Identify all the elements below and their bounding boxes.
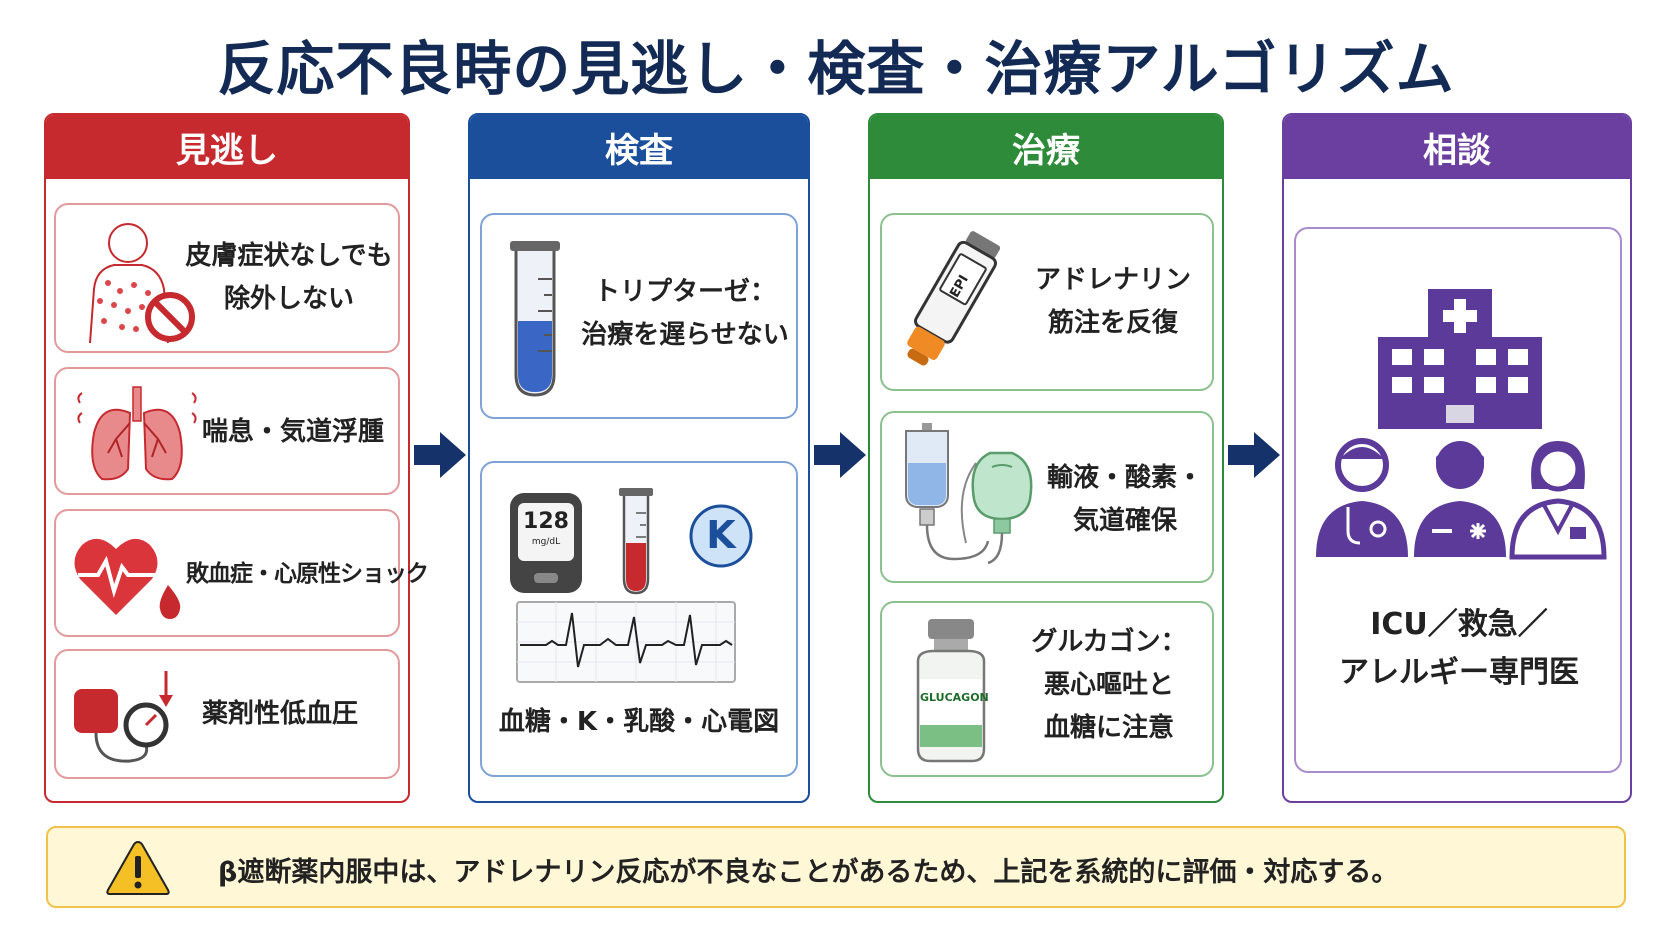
test-tube-icon xyxy=(510,241,560,397)
miss-card-asthma-text: 喘息・気道浮腫 xyxy=(202,417,385,447)
test-card-labs-text: 血糖・K・乳酸・心電図 xyxy=(498,707,780,737)
column-miss-header: 見逃し xyxy=(46,115,408,179)
test-card-tryptase: トリプターゼ： 治療を遅らせない xyxy=(480,213,798,419)
miss-card-skin-text: 皮膚症状なしでも 除外しない xyxy=(185,241,393,314)
miss-card-drug-hypotension: 薬剤性低血圧 xyxy=(54,649,400,779)
blood-tube-icon xyxy=(619,488,653,595)
miss-card-asthma: 喘息・気道浮腫 xyxy=(54,367,400,495)
column-test: 検査 トリプターゼ： 治療を遅らせない 128 mg/dL xyxy=(468,113,810,803)
glucagon-vial-icon xyxy=(916,619,986,763)
potassium-label: K xyxy=(706,513,736,557)
treat-card-adrenaline: EPI アドレナリン 筋注を反復 xyxy=(880,213,1214,391)
ecg-icon xyxy=(516,601,736,683)
column-treat: 治療 EPI アドレナリン 筋注を反復 xyxy=(868,113,1224,803)
heart-pulse-icon xyxy=(74,538,181,619)
consult-card-text: ICU／救急／ アレルギー専門医 xyxy=(1339,607,1579,690)
miss-card-drug-text: 薬剤性低血圧 xyxy=(202,699,359,729)
consult-card: ICU／救急／ アレルギー専門医 xyxy=(1294,227,1622,773)
test-card-tryptase-text: トリプターゼ： 治療を遅らせない xyxy=(581,277,789,350)
column-consult-header: 相談 xyxy=(1284,115,1630,179)
column-treat-header: 治療 xyxy=(870,115,1222,179)
arrow-right-icon xyxy=(1228,432,1280,478)
arrow-right-icon xyxy=(814,432,866,478)
page-title: 反応不良時の見逃し・検査・治療アルゴリズム xyxy=(217,35,1455,103)
arrow-right-icon xyxy=(414,432,466,478)
hospital-icon xyxy=(1378,289,1542,429)
warning-icon xyxy=(106,840,170,895)
beta-blocker-note: β遮断薬内服中は、アドレナリン反応が不良なことがあるため、上記を系統的に評価・対… xyxy=(46,826,1626,908)
glucagon-label: GLUCAGON xyxy=(920,691,989,704)
rash-body-icon xyxy=(89,223,195,344)
test-card-labs: 128 mg/dL K 血糖・K・乳酸・心電図 xyxy=(480,461,798,777)
treat-card-adrenaline-text: アドレナリン 筋注を反復 xyxy=(1034,265,1191,338)
column-consult: 相談 xyxy=(1282,113,1632,803)
blood-pressure-icon xyxy=(74,671,173,763)
miss-card-shock: 敗血症・心原性ショック xyxy=(54,509,429,637)
glucose-value: 128 xyxy=(523,509,569,534)
epipen-icon xyxy=(907,231,1001,366)
iv-oxygen-icon xyxy=(905,423,1033,565)
glucometer-icon xyxy=(510,493,582,593)
lungs-icon xyxy=(77,386,197,481)
column-miss: 見逃し 皮膚症状なしでも 除外しない xyxy=(44,113,429,803)
column-test-header: 検査 xyxy=(470,115,808,179)
miss-card-skin: 皮膚症状なしでも 除外しない xyxy=(54,203,400,353)
treat-card-glucagon: GLUCAGON グルカゴン： 悪心嘔吐と 血糖に注意 xyxy=(880,601,1214,777)
treat-card-fluids-text: 輸液・酸素・ 気道確保 xyxy=(1046,463,1203,536)
medical-staff-icon xyxy=(1316,438,1607,560)
glucose-unit: mg/dL xyxy=(531,537,561,547)
potassium-icon xyxy=(689,504,753,568)
treat-card-glucagon-text: グルカゴン： 悪心嘔吐と 血糖に注意 xyxy=(1031,627,1187,743)
treat-card-fluids-oxygen: 輸液・酸素・ 気道確保 xyxy=(880,411,1214,583)
miss-card-shock-text: 敗血症・心原性ショック xyxy=(186,561,429,587)
note-text: β遮断薬内服中は、アドレナリン反応が不良なことがあるため、上記を系統的に評価・対… xyxy=(218,857,1399,888)
